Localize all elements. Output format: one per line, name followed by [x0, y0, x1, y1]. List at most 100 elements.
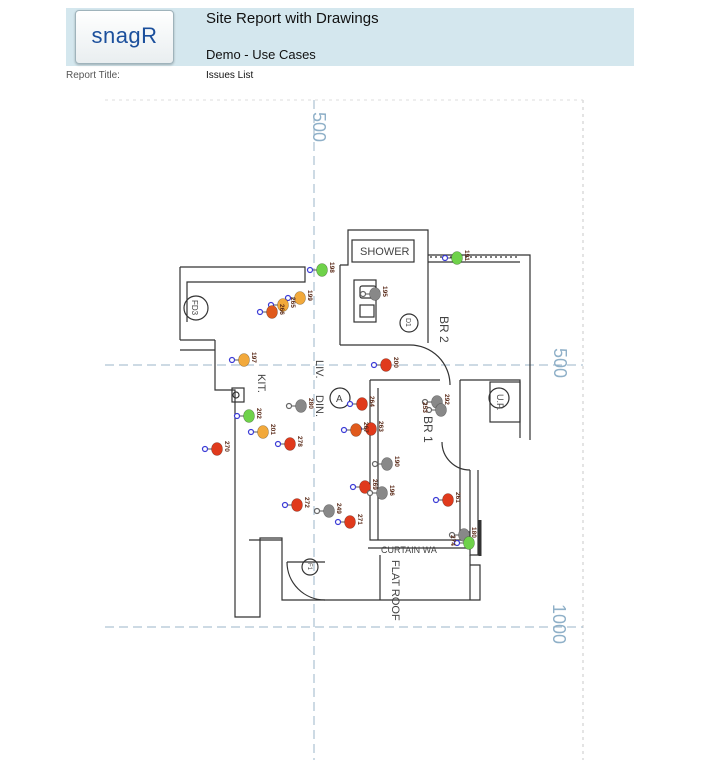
issue-pin-269[interactable]: 269: [349, 479, 379, 494]
issue-pin-249[interactable]: 249: [313, 503, 343, 518]
issue-pin-270[interactable]: 270: [201, 441, 231, 456]
room-label-liv: LIV.: [313, 360, 325, 379]
pin-marker-icon[interactable]: [295, 399, 307, 413]
pin-label: 280: [307, 398, 314, 409]
pin-marker-icon[interactable]: [376, 486, 388, 500]
pin-base-icon: [349, 483, 357, 491]
report-name: Site Report with Drawings: [206, 10, 379, 27]
pin-marker-icon[interactable]: [238, 353, 250, 367]
issue-pin-278[interactable]: 278: [274, 436, 304, 451]
pin-base-icon: [346, 400, 354, 408]
issue-pin-266[interactable]: 266: [256, 304, 286, 319]
pin-label: 196: [388, 485, 395, 496]
pin-base-icon: [247, 428, 255, 436]
pin-marker-icon[interactable]: [291, 498, 303, 512]
room-label-fd3: FD3: [190, 300, 199, 316]
pin-marker-icon[interactable]: [277, 298, 289, 312]
pin-marker-icon[interactable]: [381, 457, 393, 471]
pin-marker-icon[interactable]: [442, 493, 454, 507]
pin-marker-icon[interactable]: [323, 504, 335, 518]
issue-pin-253[interactable]: 253: [421, 402, 447, 417]
pin-marker-icon[interactable]: [243, 409, 255, 423]
issue-pin-201[interactable]: 201: [247, 424, 277, 439]
pin-label: 278: [296, 436, 303, 447]
issue-pin-280[interactable]: 280: [285, 398, 315, 413]
issue-pin-274[interactable]: 274: [449, 535, 475, 550]
grid-label-top: 500: [309, 112, 329, 142]
room-label-din: DIN.: [313, 395, 325, 417]
floor-plan-drawing: 500 500 1000: [105, 99, 584, 760]
pin-base-icon: [421, 398, 429, 406]
pin-marker-icon[interactable]: [365, 422, 377, 436]
room-label-up: U.P.: [495, 394, 505, 410]
room-label-d1: D1: [404, 318, 411, 327]
pin-base-icon: [281, 501, 289, 509]
issue-pin-200[interactable]: 200: [370, 357, 400, 372]
pin-base-icon: [425, 406, 433, 414]
pin-marker-icon[interactable]: [380, 358, 392, 372]
issue-pin-195[interactable]: 195: [359, 286, 389, 301]
room-label-curtain-wall: CURTAIN WA: [381, 545, 437, 555]
room-label-shower: SHOWER: [360, 246, 410, 258]
pin-marker-icon[interactable]: [266, 305, 278, 319]
issue-pin-202[interactable]: 202: [233, 408, 263, 423]
pin-base-icon: [432, 496, 440, 504]
pin-label: 270: [223, 441, 230, 452]
issue-pin-261[interactable]: 261: [432, 492, 462, 507]
pin-label: 267: [362, 422, 369, 433]
pin-base-icon: [233, 412, 241, 420]
room-label-br1: BR 1: [421, 416, 435, 443]
pin-marker-icon[interactable]: [463, 536, 475, 550]
pin-label: 191: [463, 250, 470, 261]
issue-pin-271[interactable]: 271: [334, 514, 364, 529]
pin-marker-icon[interactable]: [356, 397, 368, 411]
pin-base-icon: [448, 531, 456, 539]
pin-label: 269: [371, 479, 378, 490]
issue-pin-196[interactable]: 196: [366, 485, 396, 500]
pin-marker-icon[interactable]: [294, 291, 306, 305]
pin-marker-icon[interactable]: [359, 480, 371, 494]
pin-base-icon: [453, 539, 461, 547]
pin-base-icon: [441, 254, 449, 262]
room-label-f1: F1: [306, 563, 312, 571]
pin-label: 265: [289, 297, 296, 308]
room-label-circle-a: A: [336, 394, 343, 405]
pin-marker-icon[interactable]: [284, 437, 296, 451]
pin-label: 249: [335, 503, 342, 514]
pin-marker-icon[interactable]: [344, 515, 356, 529]
snagr-logo: snagR: [75, 10, 174, 64]
pin-label: 271: [356, 514, 363, 525]
pin-base-icon: [285, 402, 293, 410]
issue-pin-272[interactable]: 272: [281, 497, 311, 512]
pin-base-icon: [334, 518, 342, 526]
issue-pin-198[interactable]: 198: [306, 262, 336, 277]
pin-base-icon: [313, 507, 321, 515]
pin-label: 197: [250, 352, 257, 363]
pin-label: 202: [255, 408, 262, 419]
pin-marker-icon[interactable]: [211, 442, 223, 456]
room-label-kit: KIT.: [255, 374, 267, 393]
pin-label: 195: [381, 286, 388, 297]
room-label-flat-roof: FLAT ROOF: [389, 560, 401, 621]
pin-marker-icon[interactable]: [435, 403, 447, 417]
pin-base-icon: [284, 294, 292, 302]
pin-label: 200: [392, 357, 399, 368]
pin-marker-icon[interactable]: [369, 287, 381, 301]
issue-pin-267[interactable]: 267: [340, 422, 370, 437]
pin-label: 272: [303, 497, 310, 508]
issue-pin-264[interactable]: 264: [346, 396, 376, 411]
pin-label: 292: [443, 394, 450, 405]
pin-label: 274: [449, 535, 456, 546]
pin-marker-icon[interactable]: [257, 425, 269, 439]
pin-label: 199: [306, 290, 313, 301]
issue-pin-191[interactable]: 191: [441, 250, 471, 265]
issue-pin-197[interactable]: 197: [228, 352, 258, 367]
pin-marker-icon[interactable]: [350, 423, 362, 437]
issue-pin-190[interactable]: 190: [371, 456, 401, 471]
pin-label: 261: [454, 492, 461, 503]
pin-marker-icon[interactable]: [316, 263, 328, 277]
pin-base-icon: [306, 266, 314, 274]
pin-marker-icon[interactable]: [451, 251, 463, 265]
pin-base-icon: [256, 308, 264, 316]
issue-pin-199[interactable]: 199: [284, 290, 314, 305]
